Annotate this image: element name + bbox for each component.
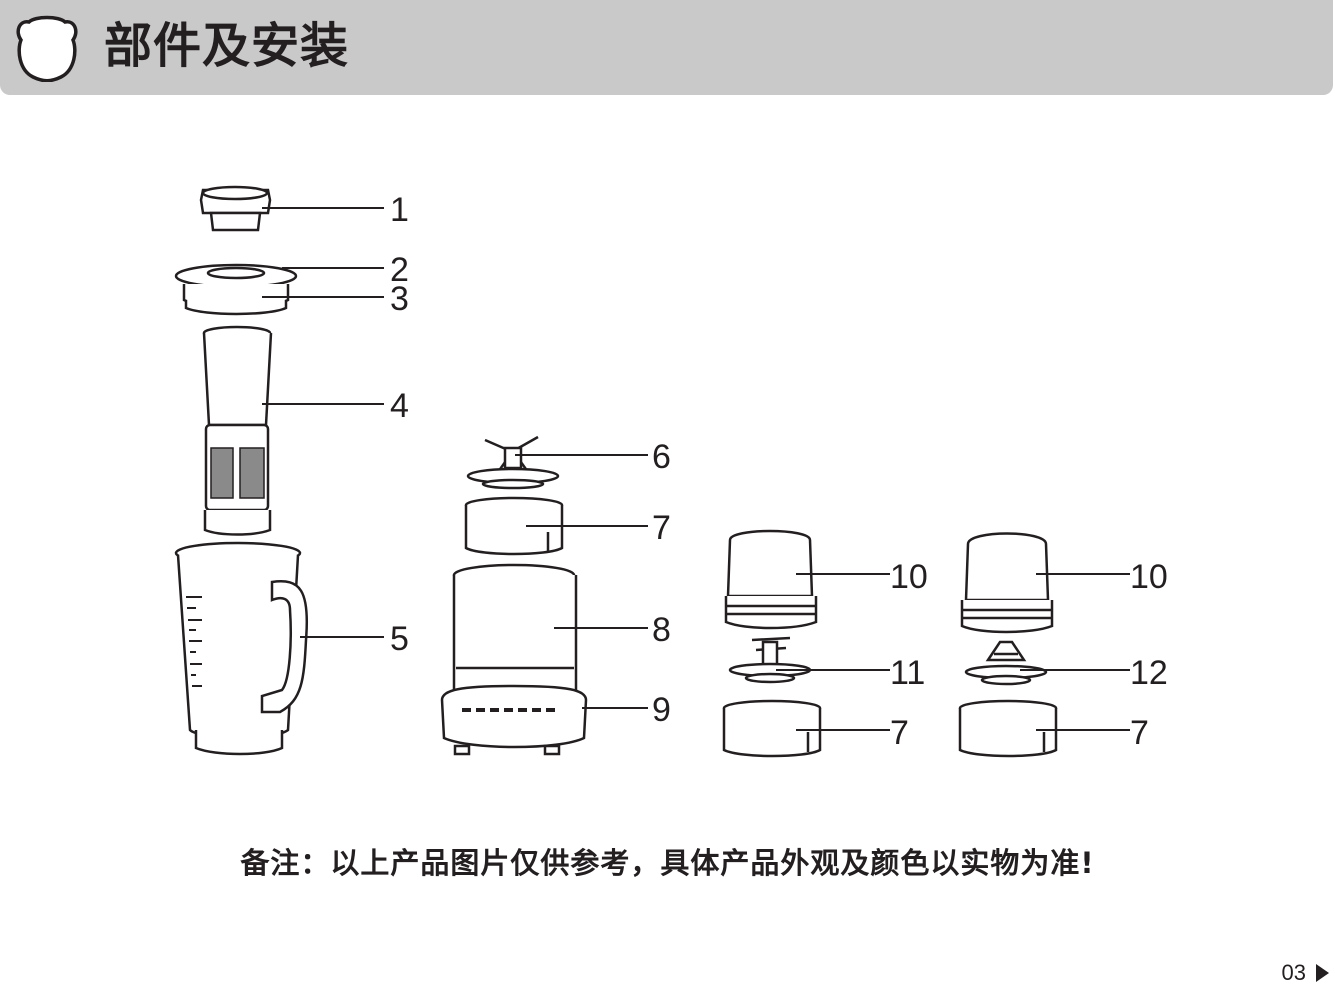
part-number: 11 [890,654,925,692]
next-arrow-icon[interactable] [1316,964,1329,982]
part-number: 2 [390,251,409,289]
page-footer: 03 [1282,960,1329,986]
part-feed-cap [199,185,272,232]
part-number: 4 [390,387,409,425]
part-grinding-blade-right [964,640,1048,686]
part-cross-blade [466,435,560,490]
part-number: 7 [1130,714,1149,752]
part-number: 9 [652,691,671,729]
part-small-cup-left [724,529,818,630]
part-ring [464,496,564,556]
part-number: 6 [652,438,671,476]
part-number: 5 [390,620,409,658]
page-title: 部件及安装 [104,18,350,74]
part-number: 10 [890,558,928,596]
part-lid [174,263,298,316]
part-motor-base [440,563,588,756]
part-number: 7 [652,509,671,547]
part-number: 3 [390,280,409,318]
part-number: 8 [652,611,671,649]
disclaimer-note: 备注：以上产品图片仅供参考，具体产品外观及颜色以实物为准! [240,846,1095,880]
part-flat-blade-left [728,636,812,684]
page-number: 03 [1281,960,1306,985]
part-ring-left [722,699,822,758]
leader-lines [262,207,1130,731]
part-number: 10 [1130,558,1168,596]
part-filter-cup [202,325,273,536]
part-small-cup-right [960,532,1054,634]
part-number: 1 [390,191,409,229]
part-number: 12 [1130,654,1168,692]
section-header: 部件及安装 [0,0,1333,95]
part-number: 7 [890,714,909,752]
bear-icon [16,15,78,82]
part-jug [174,541,309,756]
part-ring-right [958,699,1058,758]
